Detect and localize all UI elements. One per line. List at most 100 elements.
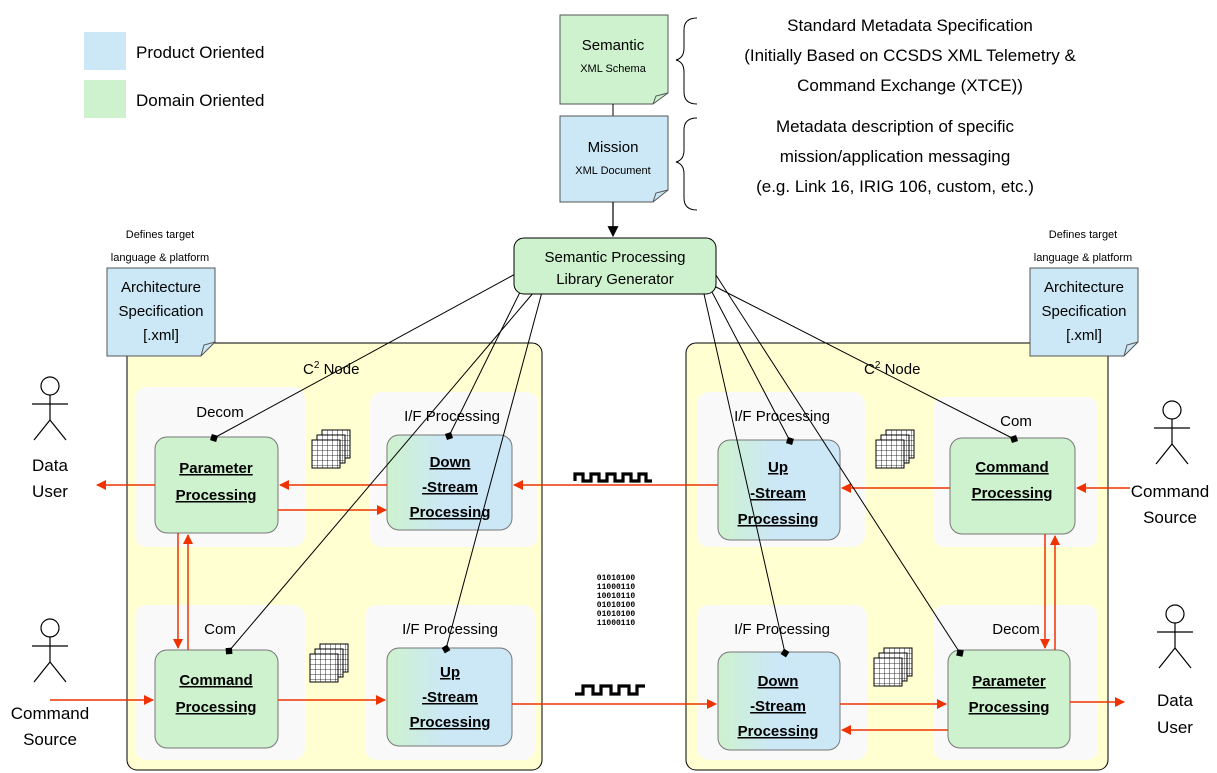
semantic-schema-doc[interactable]: Semantic XML Schema — [559, 14, 669, 105]
architecture-spec-doc-left[interactable]: Architecture Specification [.xml] — [106, 267, 216, 357]
svg-text:(Initially Based on CCSDS XML: (Initially Based on CCSDS XML Telemetry … — [744, 46, 1076, 65]
panel-decom-left-label: Decom — [196, 404, 244, 421]
svg-text:-Stream: -Stream — [750, 485, 806, 502]
svg-text:Semantic Processing: Semantic Processing — [545, 249, 686, 266]
svg-text:Command: Command — [11, 704, 89, 723]
data-grid-icon — [311, 429, 351, 469]
svg-text:01010100: 01010100 — [597, 610, 636, 619]
svg-text:XML Document: XML Document — [575, 165, 650, 177]
svg-text:Processing: Processing — [972, 485, 1053, 502]
mission-note: Metadata description of specific mission… — [756, 117, 1034, 196]
down-stream-processing-left[interactable]: Down -Stream Processing — [386, 434, 513, 531]
svg-text:Semantic: Semantic — [582, 37, 645, 54]
svg-text:language & platform: language & platform — [111, 252, 209, 264]
signal-wave-icon — [575, 684, 645, 696]
svg-text:Defines target: Defines target — [126, 229, 194, 241]
svg-text:XML Schema: XML Schema — [580, 63, 647, 75]
svg-text:Parameter: Parameter — [972, 673, 1046, 690]
svg-text:language & platform: language & platform — [1034, 252, 1132, 264]
svg-text:User: User — [32, 482, 68, 501]
svg-text:User: User — [1157, 718, 1193, 737]
svg-text:Processing: Processing — [176, 699, 257, 716]
svg-text:Data: Data — [32, 456, 68, 475]
svg-text:Command: Command — [975, 459, 1048, 476]
svg-text:11000110: 11000110 — [597, 619, 636, 628]
schema-brace — [675, 17, 698, 105]
svg-text:10010110: 10010110 — [597, 592, 636, 601]
panel-if-left-bottom-label: I/F Processing — [402, 621, 498, 638]
data-grid-icon — [873, 647, 913, 687]
actor-icon — [32, 618, 68, 683]
binary-stream: 01010100 11000110 10010110 01010100 0101… — [597, 574, 636, 628]
panel-com-right-label: Com — [1000, 413, 1032, 430]
svg-text:01010100: 01010100 — [597, 574, 636, 583]
panel-com-left-label: Com — [204, 621, 236, 638]
arch-spec-note-right: Defines target language & platform — [1034, 229, 1132, 264]
svg-text:11000110: 11000110 — [597, 583, 636, 592]
svg-text:Command: Command — [1131, 482, 1209, 501]
svg-text:(e.g. Link 16, IRIG 106, custo: (e.g. Link 16, IRIG 106, custom, etc.) — [756, 177, 1034, 196]
architecture-spec-doc-right[interactable]: Architecture Specification [.xml] — [1029, 267, 1139, 357]
svg-text:Specification: Specification — [118, 303, 203, 320]
parameter-processing-right[interactable]: Parameter Processing — [947, 649, 1071, 749]
svg-text:Processing: Processing — [176, 487, 257, 504]
svg-text:Processing: Processing — [410, 504, 491, 521]
svg-text:Processing: Processing — [969, 699, 1050, 716]
svg-text:Up: Up — [768, 459, 788, 476]
svg-text:Architecture: Architecture — [121, 279, 201, 296]
panel-if-right-top-label: I/F Processing — [734, 408, 830, 425]
svg-text:Data: Data — [1157, 691, 1193, 710]
svg-text:Source: Source — [1143, 508, 1197, 527]
svg-text:Library Generator: Library Generator — [556, 271, 674, 288]
data-grid-icon — [875, 429, 915, 469]
panel-decom-right-label: Decom — [992, 621, 1040, 638]
actor-icon — [1157, 604, 1193, 669]
up-stream-processing-right[interactable]: Up -Stream Processing — [717, 439, 841, 541]
svg-text:-Stream: -Stream — [750, 698, 806, 715]
schema-note: Standard Metadata Specification (Initial… — [744, 16, 1076, 95]
command-processing-right[interactable]: Command Processing — [949, 437, 1076, 535]
c2-node-title-right: C2 Node — [864, 360, 920, 378]
signal-wave-icon — [573, 472, 652, 483]
svg-text:mission/application messaging: mission/application messaging — [780, 147, 1011, 166]
data-flow-arrows — [50, 480, 1130, 735]
arch-spec-note-left: Defines target language & platform — [111, 229, 209, 264]
actor-icon — [32, 376, 68, 441]
svg-text:-Stream: -Stream — [422, 689, 478, 706]
legend-product-label: Product Oriented — [136, 43, 265, 62]
svg-text:[.xml]: [.xml] — [143, 327, 179, 344]
actor-icon — [1154, 400, 1190, 465]
parameter-processing-left[interactable]: Parameter Processing — [154, 436, 279, 534]
svg-text:Processing: Processing — [738, 511, 819, 528]
data-grid-icon — [309, 643, 349, 683]
mission-xml-doc[interactable]: Mission XML Document — [559, 115, 669, 203]
actor-label-command-source-right: Command Source — [1131, 482, 1209, 527]
svg-text:Processing: Processing — [738, 723, 819, 740]
svg-text:Down: Down — [430, 454, 471, 471]
svg-text:01010100: 01010100 — [597, 601, 636, 610]
down-stream-processing-right[interactable]: Down -Stream Processing — [717, 651, 841, 751]
panel-if-left-top-label: I/F Processing — [404, 408, 500, 425]
svg-text:Metadata description of specif: Metadata description of specific — [776, 117, 1015, 136]
svg-text:Down: Down — [758, 673, 799, 690]
svg-text:Command: Command — [179, 672, 252, 689]
up-stream-processing-left[interactable]: Up -Stream Processing — [386, 647, 513, 747]
svg-text:[.xml]: [.xml] — [1066, 327, 1102, 344]
svg-text:-Stream: -Stream — [422, 479, 478, 496]
semantic-processing-library-generator[interactable]: Semantic Processing Library Generator — [513, 237, 717, 295]
svg-text:Architecture: Architecture — [1044, 279, 1124, 296]
command-processing-left[interactable]: Command Processing — [154, 649, 279, 749]
svg-text:Parameter: Parameter — [179, 460, 253, 477]
legend-product-swatch — [84, 32, 126, 70]
mission-brace — [675, 117, 698, 211]
c2-node-title-left: C2 Node — [303, 360, 359, 378]
panel-if-right-bottom-label: I/F Processing — [734, 621, 830, 638]
svg-text:Defines target: Defines target — [1049, 229, 1117, 241]
legend-domain-swatch — [84, 80, 126, 118]
svg-text:Mission: Mission — [588, 139, 639, 156]
actor-label-data-user-right: Data User — [1157, 691, 1193, 737]
svg-text:Command Exchange (XTCE)): Command Exchange (XTCE)) — [797, 76, 1023, 95]
svg-text:Standard Metadata Specificatio: Standard Metadata Specification — [787, 16, 1033, 35]
svg-text:Processing: Processing — [410, 714, 491, 731]
